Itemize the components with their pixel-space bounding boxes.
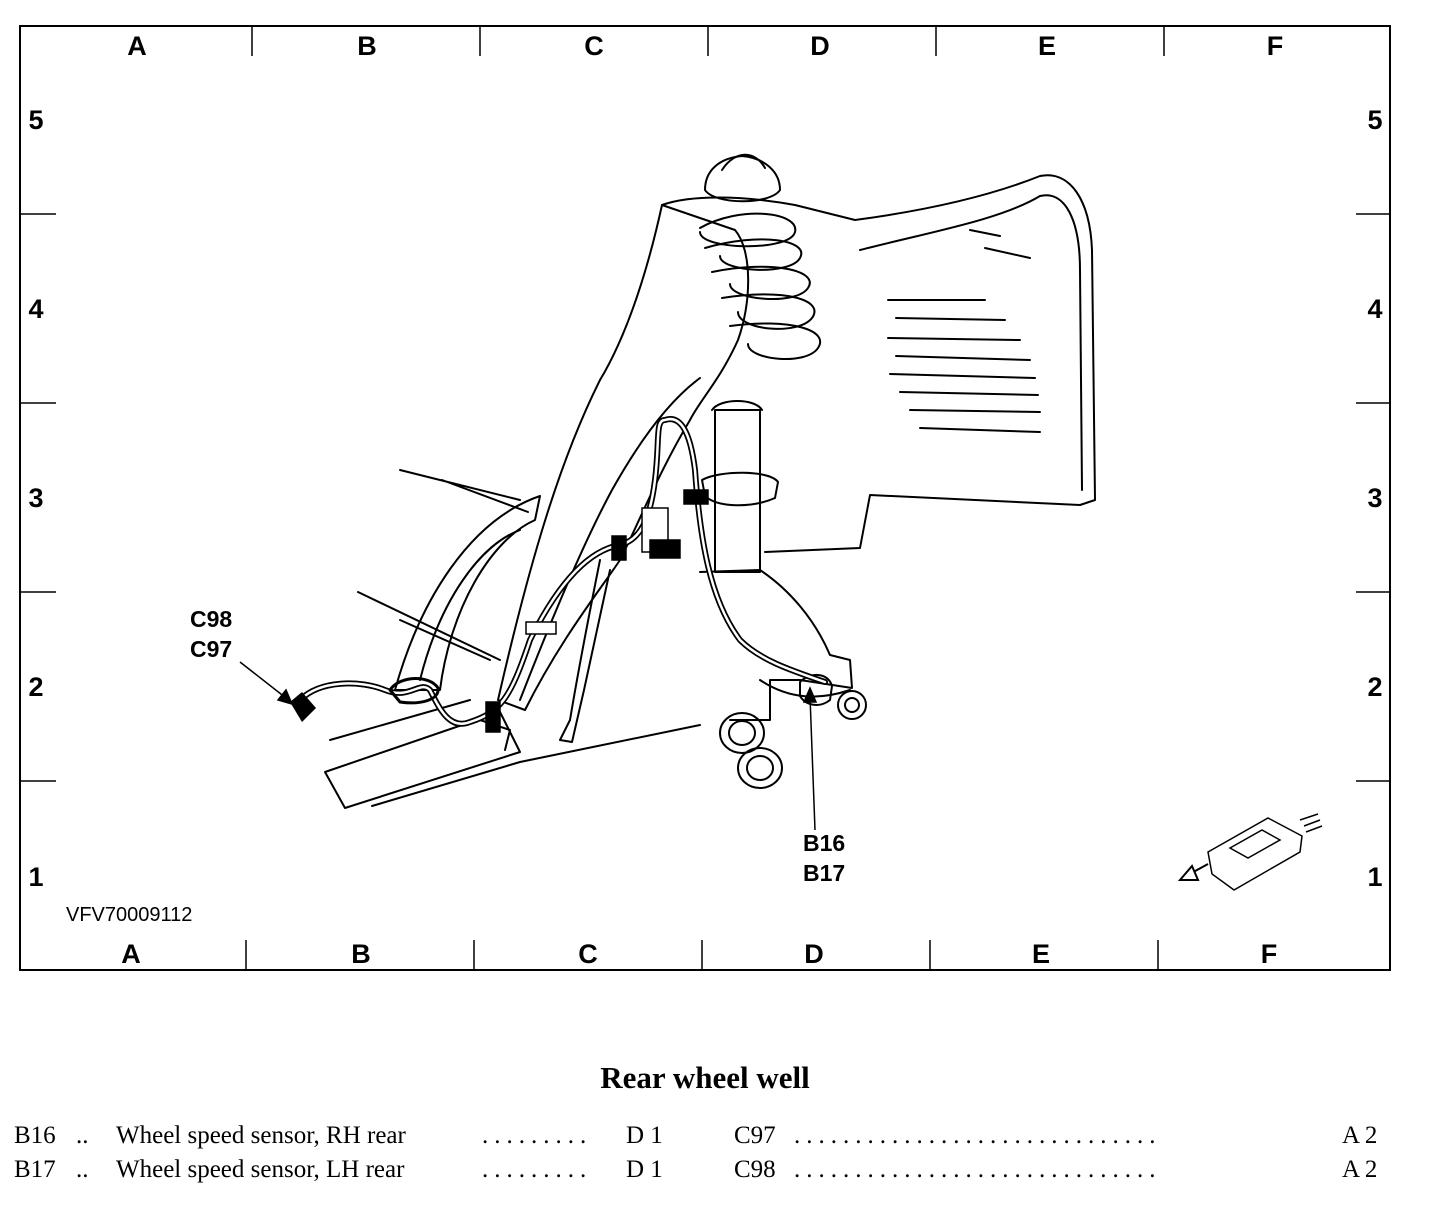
grid-row-left-5: 5: [28, 105, 43, 135]
legend-location: D 1: [626, 1156, 663, 1183]
side-grid-ticks: [20, 213, 1390, 782]
connector-c97-c98: [290, 692, 316, 722]
wheel-well-drawing: [324, 153, 1096, 809]
legend-description: Wheel speed sensor, LH rear: [116, 1156, 405, 1183]
strut-body: [714, 409, 761, 573]
legend-row: B17 .. Wheel speed sensor, LH rear .....…: [14, 1156, 1394, 1190]
callout-arrows: [239, 661, 818, 831]
wheel-arch-lining: [394, 495, 541, 691]
grid-row-left-4: 4: [28, 294, 43, 324]
wiring-location-diagram: A B C D E F A B C D E F 5 4 3 2 1 5 4 3 …: [19, 25, 1391, 971]
grid-col-top-a: A: [127, 31, 147, 61]
legend-location-right: A 2: [1342, 1122, 1378, 1149]
legend-leader-right: ..............................: [794, 1156, 1162, 1183]
grid-row-right-1: 1: [1367, 862, 1382, 892]
legend-leader-right: ..............................: [794, 1122, 1162, 1149]
legend-row: B16 .. Wheel speed sensor, RH rear .....…: [14, 1122, 1394, 1156]
reference-code: VFV70009112: [66, 904, 192, 926]
vehicle-orientation-icon: [1177, 813, 1323, 891]
sill-panel: [324, 711, 521, 809]
component-legend: B16 .. Wheel speed sensor, RH rear .....…: [14, 1122, 1394, 1190]
legend-separator: ..: [76, 1122, 89, 1149]
strut-tower: [661, 174, 1096, 553]
grid-col-bottom-c: C: [578, 939, 598, 969]
grid-row-right-2: 2: [1367, 672, 1382, 702]
callout-c98: C98: [190, 606, 232, 632]
grid-col-bottom-e: E: [1032, 939, 1050, 969]
harness-clips: [485, 489, 709, 733]
legend-location-right: A 2: [1342, 1156, 1378, 1183]
grid-col-top-c: C: [584, 31, 604, 61]
legend-separator: ..: [76, 1156, 89, 1183]
top-grid-ticks: [251, 26, 1165, 56]
grid-row-right-5: 5: [1367, 105, 1382, 135]
grid-row-right-4: 4: [1367, 294, 1382, 324]
grid-row-left-2: 2: [28, 672, 43, 702]
bottom-grid-ticks: [245, 940, 1159, 970]
coil-spring: [699, 212, 821, 360]
grid-col-top-d: D: [810, 31, 830, 61]
legend-leader: .........: [482, 1156, 593, 1183]
quarter-panel: [497, 204, 750, 711]
callout-b17: B17: [803, 860, 845, 886]
callout-c97: C97: [190, 636, 232, 662]
lower-bushing: [719, 712, 765, 754]
grid-col-top-f: F: [1267, 31, 1284, 61]
legend-code: B17: [14, 1156, 56, 1183]
legend-description: Wheel speed sensor, RH rear: [116, 1122, 406, 1149]
callout-b16: B16: [803, 830, 845, 856]
top-mount: [704, 155, 781, 203]
legend-leader: .........: [482, 1122, 593, 1149]
diagram-frame: [19, 25, 1391, 971]
diagram-title: Rear wheel well: [600, 1060, 810, 1095]
legend-code-right: C97: [734, 1122, 776, 1149]
hub-carrier: [699, 569, 853, 721]
legend-code-right: C98: [734, 1156, 776, 1183]
grid-col-bottom-d: D: [804, 939, 824, 969]
legend-code: B16: [14, 1122, 56, 1149]
grid-row-left-3: 3: [28, 483, 43, 513]
grid-col-bottom-f: F: [1261, 939, 1278, 969]
grid-row-right-3: 3: [1367, 483, 1382, 513]
grid-row-left-1: 1: [28, 862, 43, 892]
grid-col-top-b: B: [357, 31, 377, 61]
grid-col-bottom-b: B: [351, 939, 371, 969]
grid-col-bottom-a: A: [121, 939, 141, 969]
legend-location: D 1: [626, 1122, 663, 1149]
grid-col-top-e: E: [1038, 31, 1056, 61]
